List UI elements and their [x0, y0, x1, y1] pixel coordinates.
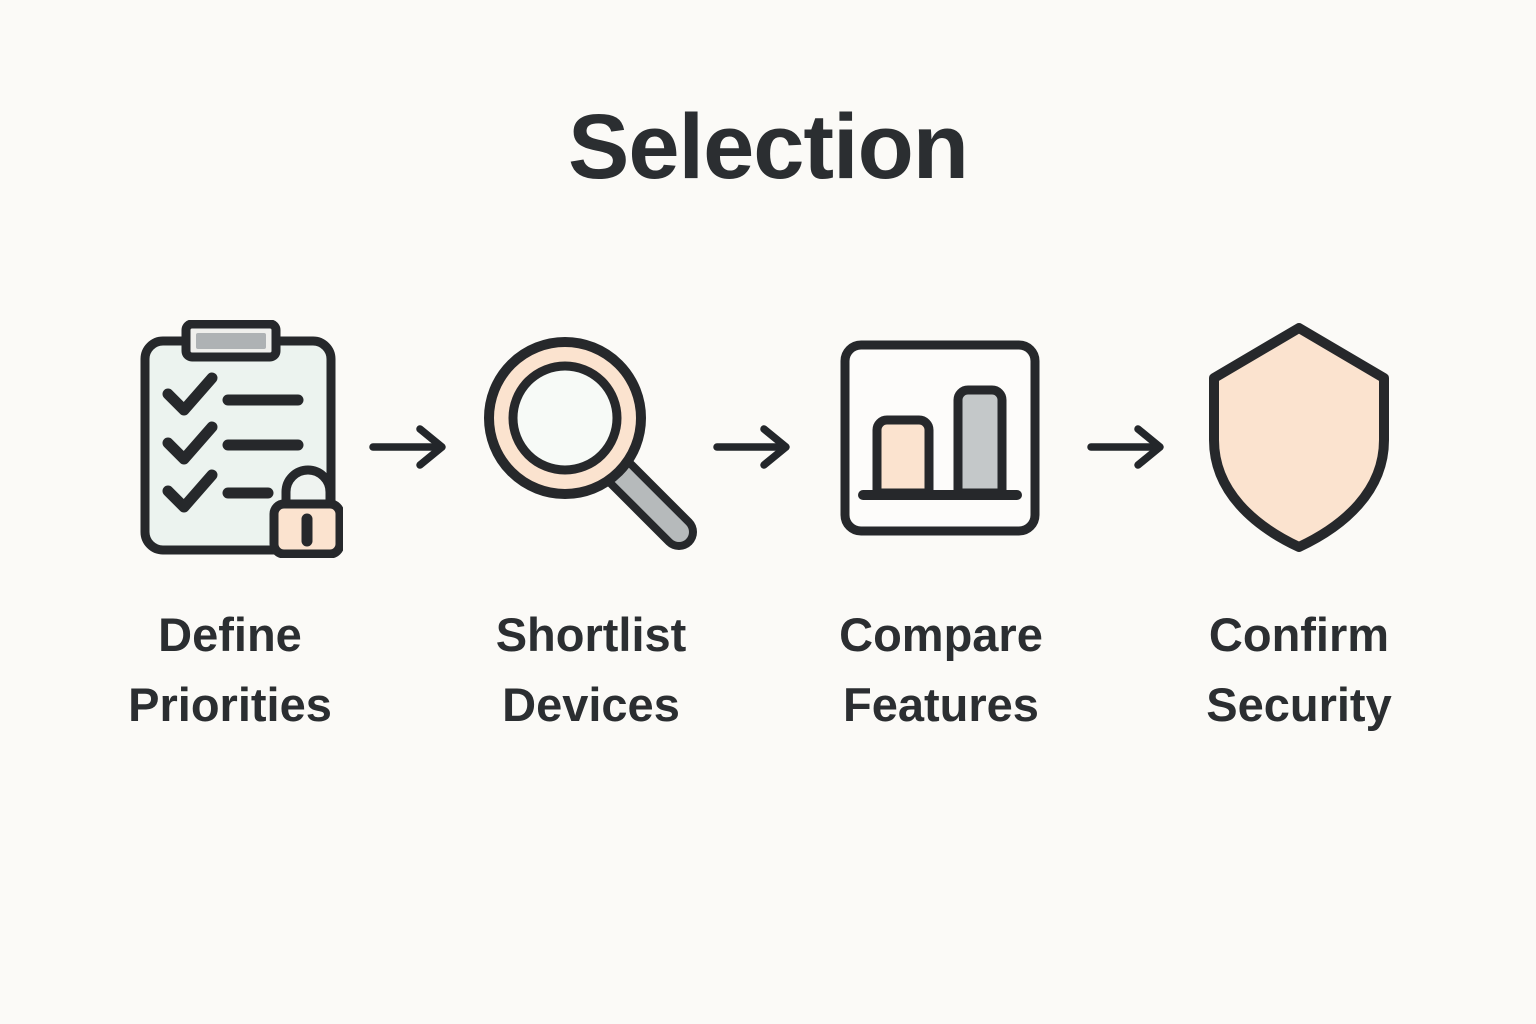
step-label-line: Security: [1206, 678, 1392, 731]
page-title: Selection: [567, 96, 969, 198]
flow-arrow-1: [368, 423, 452, 471]
magnifier-icon: [484, 337, 697, 550]
step-label-line: Shortlist: [495, 608, 687, 661]
step-define-priorities: [138, 320, 343, 558]
step-label-line: Define: [158, 608, 302, 661]
step-label-confirm-security: Confirm Security: [1129, 600, 1469, 740]
arrow-right-icon: [369, 425, 446, 469]
arrow-right-icon: [1087, 425, 1164, 469]
step-compare-features: [840, 340, 1040, 536]
step-label-shortlist-devices: Shortlist Devices: [421, 600, 761, 740]
step-label-line: Confirm: [1208, 608, 1390, 661]
arrow-right-icon: [713, 425, 790, 469]
step-shortlist-devices: [475, 332, 707, 558]
flow-arrow-3: [1086, 423, 1170, 471]
flow-arrow-2: [712, 423, 796, 471]
step-label-define-priorities: Define Priorities: [60, 600, 400, 740]
bar-chart-icon: [840, 340, 1040, 536]
step-label-line: Compare: [839, 608, 1043, 661]
step-label-line: Devices: [502, 678, 680, 731]
step-label-line: Features: [843, 678, 1039, 731]
step-confirm-security: [1203, 320, 1395, 556]
step-label-compare-features: Compare Features: [771, 600, 1111, 740]
clipboard-checklist-lock-icon: [140, 320, 343, 558]
shield-icon: [1209, 323, 1389, 552]
step-label-line: Priorities: [128, 678, 332, 731]
